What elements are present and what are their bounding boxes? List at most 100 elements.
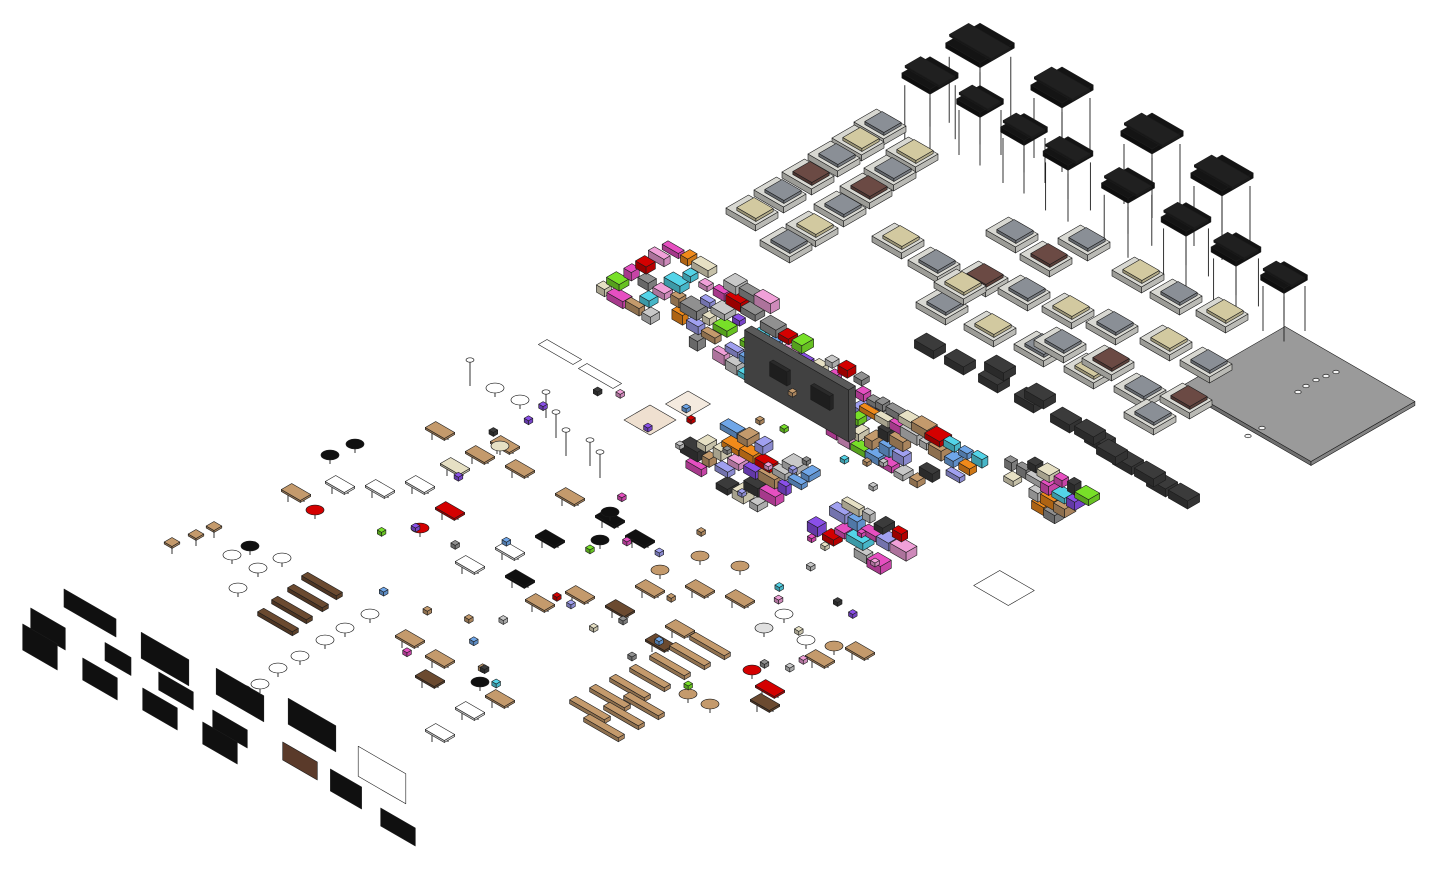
bench-12[interactable] — [271, 595, 313, 625]
bench-8[interactable] — [603, 701, 645, 731]
seat-3-117[interactable] — [1036, 462, 1060, 483]
table-top-2[interactable] — [504, 459, 536, 479]
small-chair-43[interactable] — [469, 636, 479, 647]
small-chair-2[interactable] — [722, 445, 732, 456]
small-chair-11[interactable] — [737, 488, 747, 498]
table-top-30[interactable] — [424, 723, 456, 743]
small-chair-48[interactable] — [538, 401, 548, 411]
seat-5-153[interactable] — [847, 511, 866, 532]
small-chair-37[interactable] — [585, 544, 595, 555]
table-24[interactable] — [280, 483, 312, 503]
display-wall[interactable] — [744, 325, 856, 443]
seat-2-103[interactable] — [971, 449, 989, 469]
small-chair-42[interactable] — [681, 403, 691, 414]
round-table-17[interactable] — [250, 678, 270, 690]
pergola-9[interactable] — [1160, 201, 1212, 288]
table-top-21[interactable] — [554, 487, 586, 507]
small-chair-21[interactable] — [686, 414, 696, 425]
bench-7[interactable] — [583, 713, 625, 743]
pergola-beams-6[interactable] — [1045, 135, 1091, 165]
bed-duvet-5-4[interactable] — [1092, 347, 1130, 372]
pergola-beams-11[interactable] — [1262, 260, 1306, 288]
screen-panel-6[interactable] — [158, 671, 194, 711]
table-top-19[interactable] — [664, 619, 696, 639]
table-top-11[interactable] — [534, 529, 566, 549]
pergola-beams-5[interactable] — [1124, 112, 1180, 148]
display-panel-a[interactable] — [769, 359, 791, 387]
small-chair-6[interactable] — [870, 557, 880, 568]
small-chair-12[interactable] — [763, 461, 773, 472]
small-chair-22[interactable] — [801, 456, 812, 466]
screen-panel-4[interactable] — [82, 657, 118, 701]
small-chair-52[interactable] — [878, 457, 889, 468]
table-top-17[interactable] — [684, 579, 716, 599]
bed-duvet-3-4[interactable] — [1150, 327, 1188, 352]
bed-duvet-0-2[interactable] — [818, 143, 856, 168]
table-top-7[interactable] — [324, 475, 356, 495]
small-chair-38[interactable] — [807, 533, 817, 544]
round-table-11[interactable] — [228, 582, 248, 594]
table-top-28[interactable] — [484, 689, 516, 709]
screen-panel-10[interactable] — [202, 721, 238, 765]
seat-2-87[interactable] — [945, 466, 966, 484]
bed-duvet-0-0[interactable] — [864, 111, 902, 136]
seat-2-102[interactable] — [958, 445, 974, 461]
round-table-14[interactable] — [315, 634, 335, 646]
floor-lamp-shade-2[interactable] — [551, 409, 561, 415]
table-1[interactable] — [464, 445, 496, 465]
platform-marker-3[interactable] — [1322, 373, 1330, 379]
small-chair-35[interactable] — [788, 464, 798, 475]
rug-patterned[interactable] — [973, 570, 1035, 606]
floor-lamp-shade-5[interactable] — [595, 449, 605, 455]
table-16[interactable] — [634, 579, 666, 599]
platform-marker-6[interactable] — [1258, 425, 1266, 431]
pergola-1[interactable] — [901, 56, 959, 152]
table-17[interactable] — [684, 579, 716, 599]
round-table-31[interactable] — [470, 676, 490, 688]
table-top-26[interactable] — [424, 649, 456, 669]
bed-duvet-1-1[interactable] — [874, 157, 912, 182]
table-top-29[interactable] — [454, 701, 486, 721]
table-0[interactable] — [424, 421, 456, 441]
table-6[interactable] — [404, 475, 436, 495]
pergola-8[interactable] — [1101, 167, 1155, 258]
table-11[interactable] — [534, 529, 566, 549]
small-chair-45[interactable] — [450, 540, 460, 550]
seat-3-118[interactable] — [1053, 471, 1069, 489]
dark-sofa-10[interactable] — [1074, 418, 1106, 446]
round-table-20[interactable] — [690, 550, 710, 562]
seat-0-5[interactable] — [606, 271, 630, 292]
round-table-23[interactable] — [774, 608, 794, 620]
pergola-beams-9[interactable] — [1163, 201, 1209, 231]
striped-rug-a[interactable] — [538, 339, 582, 365]
screen-panel-3[interactable] — [104, 642, 132, 676]
bed-duvet-5-3[interactable] — [1044, 329, 1082, 354]
side-table-1[interactable] — [187, 529, 205, 541]
seat-2-82[interactable] — [891, 445, 912, 467]
small-chair-17[interactable] — [617, 492, 627, 503]
table-29[interactable] — [454, 701, 486, 721]
table-top-14[interactable] — [564, 585, 596, 605]
small-chair-25[interactable] — [794, 626, 804, 636]
dark-sofa-12[interactable] — [984, 354, 1016, 382]
table-15[interactable] — [604, 599, 636, 619]
bed-duvet-5-0[interactable] — [882, 225, 920, 250]
seat-1-68[interactable] — [824, 354, 840, 369]
bed-duvet-5-5[interactable] — [1134, 401, 1172, 426]
seat-4-145[interactable] — [800, 464, 821, 483]
round-table-27[interactable] — [700, 698, 720, 710]
round-table-9[interactable] — [272, 552, 292, 564]
round-table-24[interactable] — [796, 634, 816, 646]
small-chair-19[interactable] — [798, 655, 808, 665]
bed-duvet-4-1[interactable] — [974, 313, 1012, 338]
seat-0-9[interactable] — [700, 326, 722, 345]
table-18[interactable] — [724, 589, 756, 609]
bed-duvet-5-2[interactable] — [944, 271, 982, 296]
seat-0-21[interactable] — [732, 313, 746, 327]
table-top-15[interactable] — [604, 599, 636, 619]
round-table-1[interactable] — [345, 438, 365, 450]
display-panel-b[interactable] — [810, 383, 834, 411]
bed-duvet-1-0[interactable] — [896, 139, 934, 164]
pergola-6[interactable] — [1042, 135, 1094, 222]
side-table-0[interactable] — [163, 537, 181, 549]
